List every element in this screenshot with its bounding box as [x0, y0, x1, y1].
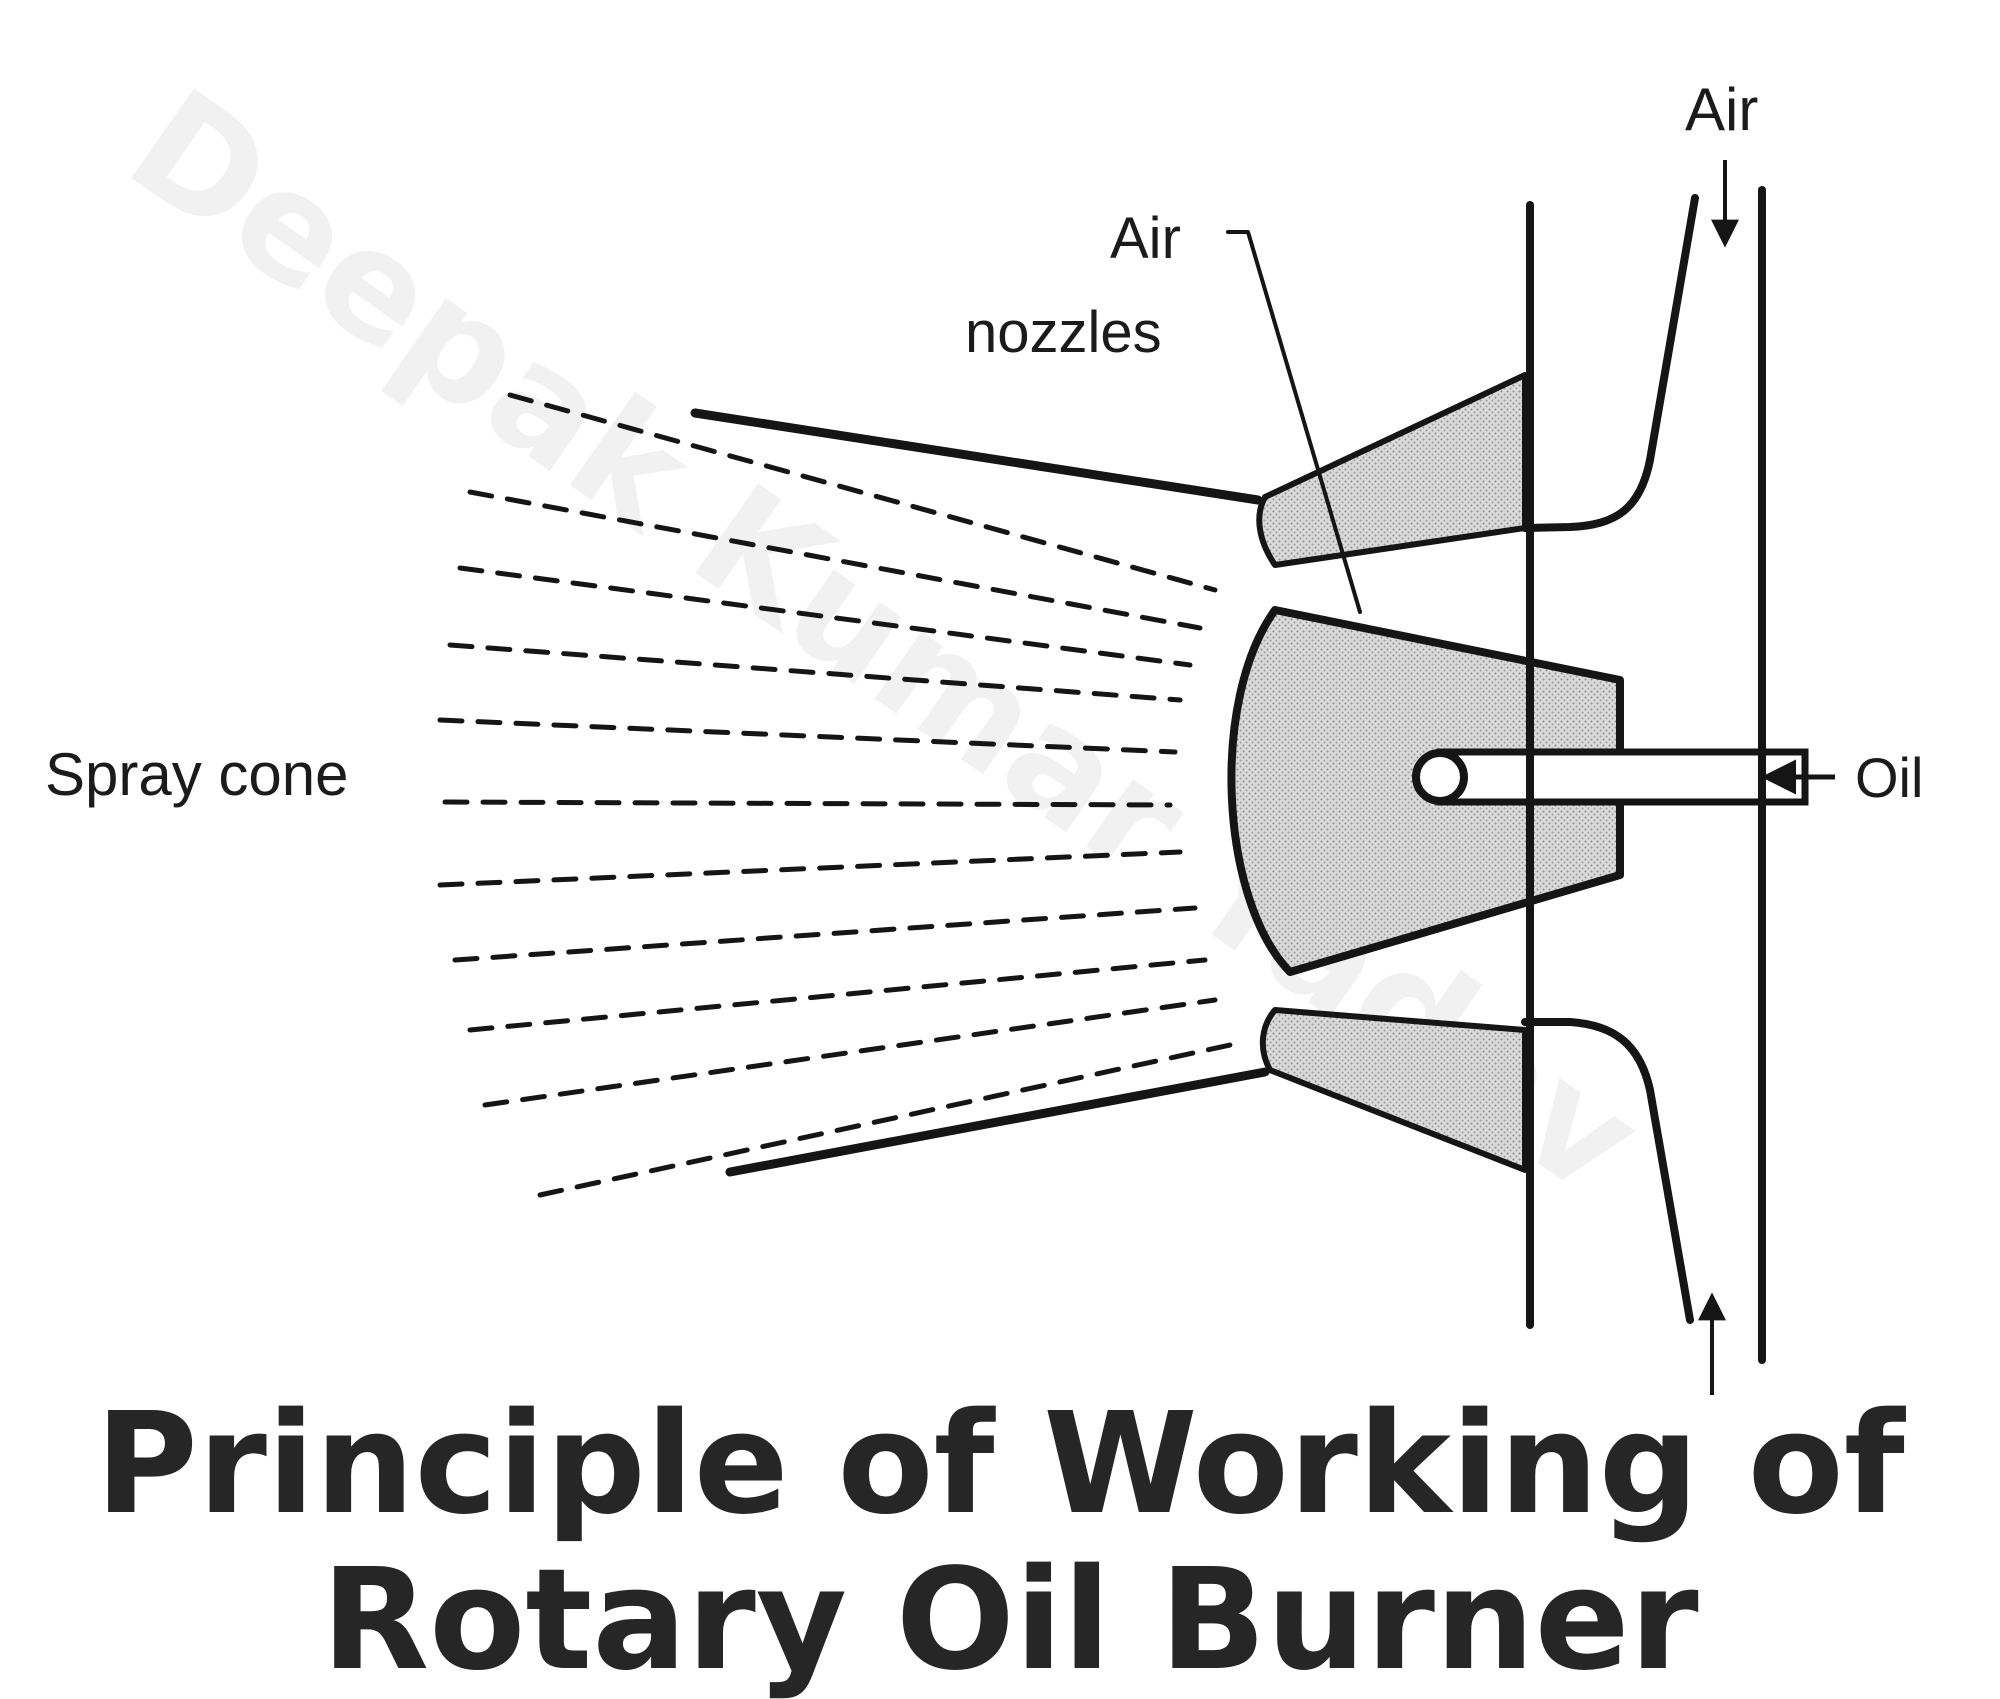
- upper-air-nozzle: [1256, 372, 1528, 568]
- label-spray-cone: Spray cone: [45, 741, 349, 808]
- label-oil: Oil: [1855, 746, 1923, 809]
- spray-cone-lines: [437, 392, 1233, 1198]
- upper-cone-wall: [690, 408, 1263, 505]
- lower-air-duct: [1521, 1018, 1694, 1324]
- label-air-nozzles: Air nozzles: [965, 206, 1197, 365]
- lower-air-nozzle: [1259, 1007, 1528, 1173]
- title-line2: Rotary Oil Burner: [321, 1539, 1698, 1699]
- label-air-nozzles-line1: Air: [1110, 206, 1181, 271]
- title-line1: Principle of Working of: [95, 1383, 1907, 1546]
- lower-cone-wall: [725, 1067, 1270, 1177]
- label-air-top: Air: [1685, 76, 1758, 143]
- air-nozzles-leader: [1226, 230, 1362, 614]
- shaft-end: [1412, 749, 1468, 805]
- upper-air-duct: [1521, 194, 1699, 532]
- label-air-nozzles-line2: nozzles: [965, 300, 1162, 365]
- oil-shaft: [1436, 748, 1809, 806]
